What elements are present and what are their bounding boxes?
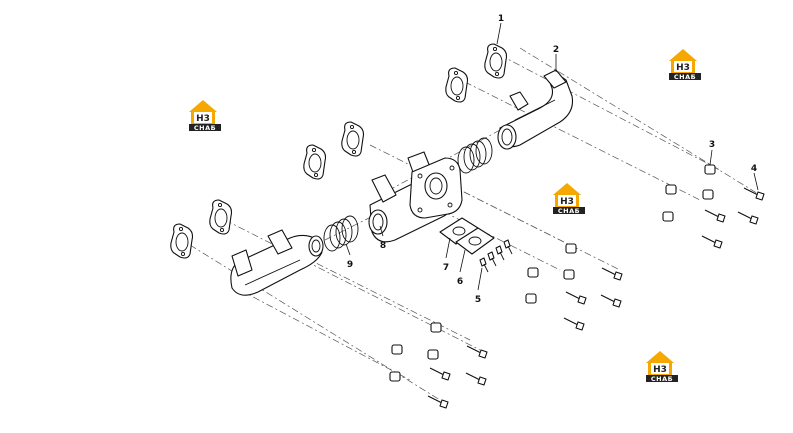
callout-9: 9: [345, 243, 353, 270]
watermark-logo-4: H3 CHAБ: [646, 351, 678, 383]
gasket-top-mid: [445, 67, 469, 103]
spacer-sleeves: [389, 164, 716, 382]
svg-text:2: 2: [553, 45, 559, 55]
gasket-mid-left: [303, 144, 327, 180]
svg-text:H3: H3: [653, 365, 667, 375]
manifold-center: [368, 151, 463, 243]
manifold-right: [497, 69, 574, 150]
gasket-left-upper: [209, 199, 233, 235]
svg-text:9: 9: [347, 260, 353, 270]
gasket-mid: [341, 121, 365, 157]
svg-text:H3: H3: [560, 197, 574, 207]
manifold-left: [230, 229, 324, 296]
svg-text:H3: H3: [196, 114, 210, 124]
gasket-top-right: [484, 43, 508, 79]
svg-text:H3: H3: [676, 63, 690, 73]
callout-7: 7: [443, 237, 451, 273]
long-bolts: [427, 187, 765, 409]
svg-text:CHAБ: CHAБ: [651, 375, 673, 383]
watermark-logo-3: H3 CHAБ: [553, 183, 585, 215]
svg-text:1: 1: [498, 14, 504, 24]
seal-rings-right: [457, 137, 493, 174]
watermark-logo-2: H3 CHAБ: [669, 49, 701, 81]
callout-5: 5: [475, 267, 483, 305]
callout-2: 2: [553, 45, 559, 72]
flange-bolts: [479, 239, 513, 273]
svg-text:CHAБ: CHAБ: [674, 73, 696, 81]
gasket-left-lower: [170, 223, 194, 259]
svg-text:7: 7: [443, 263, 449, 273]
svg-text:8: 8: [380, 241, 386, 251]
watermark-logo-1: H3 CHAБ: [189, 100, 221, 132]
turbo-plate: [455, 227, 495, 255]
alignment-lines: [189, 47, 761, 401]
svg-text:CHAБ: CHAБ: [558, 207, 580, 215]
callout-1: 1: [496, 14, 504, 45]
svg-text:3: 3: [709, 140, 715, 150]
callout-4: 4: [751, 164, 759, 191]
callout-8: 8: [379, 225, 386, 251]
callout-6: 6: [457, 249, 466, 287]
svg-text:4: 4: [751, 164, 757, 174]
svg-text:CHAБ: CHAБ: [194, 124, 216, 132]
svg-text:6: 6: [457, 277, 463, 287]
callout-3: 3: [709, 140, 715, 166]
svg-text:5: 5: [475, 295, 481, 305]
seal-rings-left: [323, 215, 359, 252]
